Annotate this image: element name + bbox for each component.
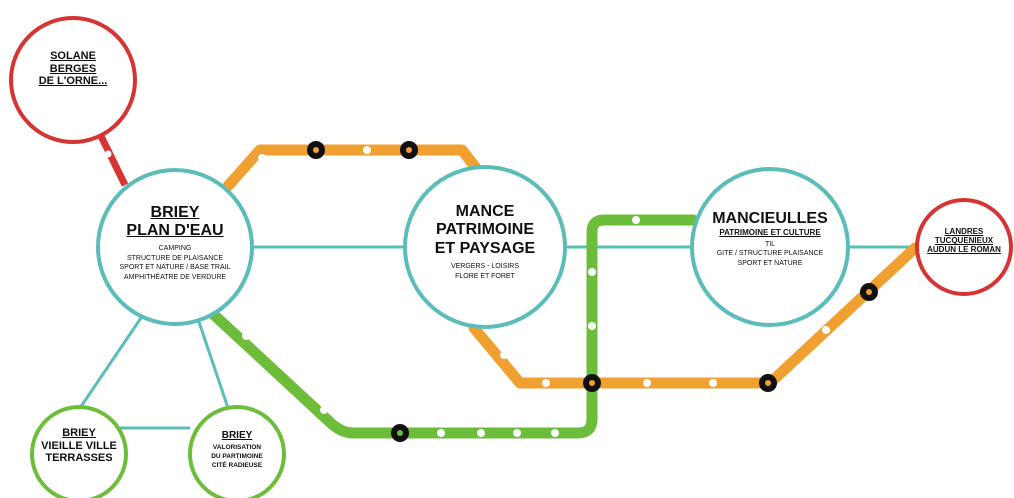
station-title: MANCIEULLES bbox=[712, 210, 828, 227]
station-title-line: TUCQUENIEUX bbox=[934, 236, 994, 246]
station-briey-plan-deau: BRIEY PLAN D'EAU CAMPING STRUCTURE DE PL… bbox=[100, 204, 250, 283]
station-title-line: PLAN D'EAU bbox=[126, 222, 224, 240]
station-circle-briey-valo bbox=[188, 405, 286, 498]
station-circle-solane bbox=[9, 16, 137, 144]
station-subtitle-line: CAMPING bbox=[158, 244, 192, 252]
stop bbox=[258, 154, 266, 162]
station-title-line: VIEILLE VILLE bbox=[41, 439, 117, 452]
station-title-line: ET PAYSAGE bbox=[434, 239, 536, 257]
station-circle-mancieulles bbox=[690, 167, 850, 327]
interchange bbox=[391, 424, 409, 442]
interchange bbox=[860, 283, 878, 301]
station-mance: MANCE PATRIMOINE ET PAYSAGE VERGERS - LO… bbox=[410, 203, 560, 282]
stop bbox=[320, 406, 328, 414]
station-subtitle-line: SPORT ET NATURE bbox=[737, 260, 803, 268]
station-heading: PATRIMOINE ET CULTURE bbox=[719, 228, 821, 238]
stop bbox=[363, 146, 371, 154]
station-title-line: TERRASSES bbox=[45, 452, 113, 465]
station-subtitle-line: TIL bbox=[764, 240, 776, 248]
station-title-line: BRIEY bbox=[62, 427, 96, 439]
station-subtitle-line: SPORT ET NATURE / BASE TRAIL bbox=[119, 264, 231, 272]
connector-briey-valo bbox=[195, 315, 230, 409]
green-line bbox=[206, 214, 699, 439]
station-briey-valorisation: BRIEY VALORISATION DU PARTIMOINE CITÉ RA… bbox=[194, 430, 280, 470]
station-mancieulles: MANCIEULLES PATRIMOINE ET CULTURE TIL GI… bbox=[693, 210, 847, 269]
red-line-stop bbox=[104, 150, 112, 158]
station-subtitle-line: DU PARTIMOINE bbox=[211, 452, 263, 460]
red-line bbox=[94, 128, 129, 187]
station-circle-briey-vieille bbox=[30, 405, 128, 498]
interchange bbox=[759, 374, 777, 392]
station-subtitle-line: VERGERS - LOISIRS bbox=[450, 263, 520, 271]
station-briey-vieille-ville: BRIEY VIEILLE VILLE TERRASSES bbox=[34, 427, 124, 465]
interchange bbox=[583, 374, 601, 392]
stop bbox=[822, 326, 830, 334]
station-landres: LANDRES TUCQUENIEUX AUDUN LE ROMAN bbox=[918, 227, 1010, 255]
station-subtitle-line: GITE / STRUCTURE PLAISANCE bbox=[716, 250, 824, 258]
interchange-stops bbox=[307, 141, 878, 442]
stop bbox=[588, 268, 596, 276]
stop bbox=[643, 379, 651, 387]
stop bbox=[500, 351, 508, 359]
minor-stops bbox=[242, 146, 830, 437]
station-title-line: DE L'ORNE... bbox=[38, 75, 108, 88]
station-circle-briey-plan bbox=[96, 168, 254, 326]
station-circle-landres bbox=[915, 198, 1013, 296]
station-solane: SOLANE BERGES DE L'ORNE... bbox=[23, 50, 123, 88]
station-circles bbox=[9, 16, 1013, 498]
stop bbox=[632, 216, 640, 224]
station-title-line: AUDUN LE ROMAN bbox=[927, 245, 1001, 255]
station-title-line: SOLANE bbox=[50, 50, 96, 62]
stop bbox=[709, 379, 717, 387]
station-title-line: PATRIMOINE bbox=[435, 221, 535, 239]
stop bbox=[242, 332, 250, 340]
station-title-line: MANCE bbox=[455, 203, 515, 220]
station-title-line: BRIEY bbox=[150, 204, 200, 221]
stop bbox=[551, 429, 559, 437]
station-title-line: BERGES bbox=[49, 62, 97, 75]
station-title-line: LANDRES bbox=[944, 227, 984, 236]
station-subtitle-line: FLORE ET FORET bbox=[455, 272, 515, 280]
station-subtitle-line: CITÉ RADIEUSE bbox=[211, 461, 263, 469]
stop bbox=[588, 322, 596, 330]
stop bbox=[477, 429, 485, 437]
interchange bbox=[400, 141, 418, 159]
station-subtitle-line: AMPHITHÉATRE DE VERDURE bbox=[123, 274, 227, 282]
station-subtitle-line: VALORISATION bbox=[212, 443, 262, 451]
stop bbox=[513, 429, 521, 437]
stop bbox=[437, 429, 445, 437]
station-circle-mance bbox=[403, 165, 567, 329]
station-title: BRIEY bbox=[221, 430, 253, 441]
station-subtitle-line: STRUCTURE DE PLAISANCE bbox=[126, 254, 224, 262]
stop bbox=[542, 379, 550, 387]
connector-briey-vieille bbox=[78, 311, 147, 409]
interchange bbox=[307, 141, 325, 159]
